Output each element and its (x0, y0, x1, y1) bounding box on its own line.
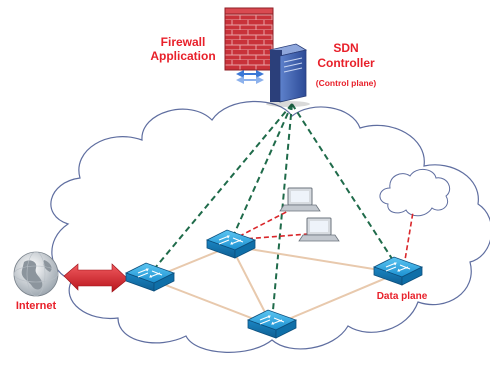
sdn-label-line2: Controller (317, 56, 375, 70)
control-link (149, 103, 293, 275)
firewall-label-line1: Firewall (161, 35, 206, 49)
network-cloud (50, 100, 490, 353)
control-link (271, 103, 293, 322)
control-link (230, 103, 293, 242)
network-switch-icon (205, 229, 257, 259)
network-switch-icon (372, 256, 424, 286)
host-links (231, 206, 414, 267)
brick-wall-icon (224, 7, 274, 71)
small-cloud-icon (379, 169, 451, 217)
control-link (291, 103, 399, 269)
firewall-label-line2: Application (150, 49, 215, 63)
host-link (231, 206, 297, 241)
network-switch-icon (124, 262, 176, 292)
data-link (271, 272, 399, 327)
globe-icon (13, 251, 59, 297)
host-link (231, 232, 321, 241)
host-link (403, 211, 414, 267)
internet-label: Internet (16, 300, 57, 312)
server-tower-icon (266, 43, 310, 107)
data-plane-label: Data plane (377, 291, 428, 302)
laptop-icon (298, 217, 340, 242)
data-link (230, 245, 399, 274)
sdn-label-line1: SDN (333, 41, 358, 55)
laptop-icon (279, 187, 321, 212)
network-switch-icon (246, 309, 298, 339)
control-plane-label: (Control plane) (316, 78, 377, 88)
bidirectional-arrow-icon (236, 70, 264, 84)
control-links (149, 103, 399, 322)
